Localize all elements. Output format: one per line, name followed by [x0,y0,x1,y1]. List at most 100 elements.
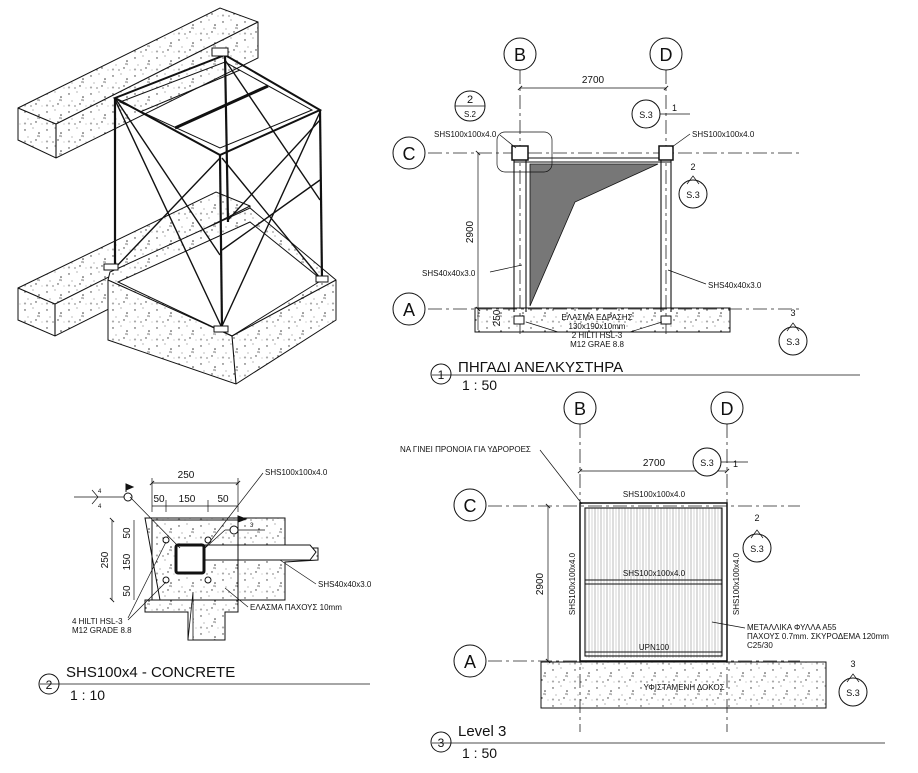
svg-text:S.3: S.3 [750,544,764,554]
svg-text:3: 3 [790,308,795,318]
view-2-title-text: SHS100x4 - CONCRETE [66,664,235,681]
svg-text:C: C [403,144,416,164]
view-1-scale: 1 : 50 [462,377,497,393]
bracing-shading [529,163,659,307]
grid-bubble-b[interactable]: B [503,37,537,71]
top-frame [112,53,323,157]
label3-top: SHS100x100x4.0 [623,490,686,499]
dim-left-b: 150 [122,553,133,570]
column-top-left [511,145,529,161]
grid3-bubble-d[interactable]: D [710,391,744,425]
label-anchors-1: 4 HILTI HSL-3 [72,617,123,626]
dim-top-c: 50 [217,494,229,505]
svg-text:A: A [403,300,415,320]
grid-bubble-c[interactable]: C [392,136,426,170]
view-3-title: 3 Level 3 1 : 50 [430,723,885,761]
metal-deck [586,508,722,658]
cross-bracing [114,59,321,329]
svg-text:4: 4 [98,504,102,510]
view-1-shaft: B D C A 2700 2900 250 [392,37,860,393]
view-3-scale: 1 : 50 [462,745,497,761]
dim-top-a: 50 [153,494,165,505]
svg-text:2 HILTI HSL-3: 2 HILTI HSL-3 [572,331,623,340]
view-2-title: 2 SHS100x4 - CONCRETE 1 : 10 [38,664,370,703]
svg-text:2: 2 [690,162,695,172]
label-detail-plate: ΕΛΑΣΜΑ ΠΑΧΟΥΣ 10mm [250,603,342,612]
label3-col-left: SHS100x100x4.0 [568,552,577,615]
svg-text:S.2: S.2 [464,110,477,119]
svg-text:B: B [574,399,586,419]
svg-text:S.3: S.3 [786,337,800,347]
dim-top-b: 150 [179,494,196,505]
svg-text:C25/30: C25/30 [747,641,773,650]
label-detail-brace: SHS40x40x3.0 [318,580,372,589]
svg-text:1: 1 [733,459,738,469]
detail-callout-box [496,131,553,173]
weld-symbol-right: 3 [204,515,265,549]
grid-bubble-a[interactable]: A [392,292,426,326]
svg-text:130x190x10mm: 130x190x10mm [569,322,626,331]
section-tag-s3-1[interactable]: S.3 1 [631,99,690,129]
section-tag-s2[interactable]: 2 S.2 [454,90,486,122]
base-plate-right [660,315,672,325]
label-col-right: SHS100x100x4.0 [692,130,755,139]
svg-text:B: B [514,45,526,65]
plate-note: ΕΛΑΣΜΑ ΕΔΡΑΣΗΣ 130x190x10mm 2 HILTI HSL-… [561,313,632,349]
svg-text:D: D [721,399,734,419]
base-plate-left [513,315,525,325]
label-anchors-2: M12 GRADE 8.8 [72,626,132,635]
grid3-bubble-a[interactable]: A [453,644,487,678]
level3-frame [579,502,728,662]
label-col-left: SHS100x100x4.0 [434,130,497,139]
detail-column [174,543,206,575]
dim-left-total: 250 [100,551,111,568]
svg-text:M12 GRAE 8.8: M12 GRAE 8.8 [570,340,624,349]
svg-text:2: 2 [467,94,473,106]
dim-height: 2900 [465,220,476,243]
label3-sheet-note: ΜΕΤΑΛΛΙΚΑ ΦΥΛΛΑ Α55 ΠΑΧΟΥΣ 0.7mm. ΣΚΥΡΟΔ… [747,623,889,650]
view-3-title-text: Level 3 [458,723,506,740]
svg-text:S.3: S.3 [639,110,653,120]
svg-text:2: 2 [46,678,53,692]
svg-text:A: A [464,652,476,672]
section3-tag-2[interactable]: S.3 2 [742,513,772,563]
existing-beam [540,661,827,709]
grid3-bubble-b[interactable]: B [563,391,597,425]
weld-symbol-left: 4 4 [74,483,181,549]
grid3-bubble-c[interactable]: C [453,488,487,522]
label3-mid: SHS100x100x4.0 [623,569,686,578]
grid-bubble-d[interactable]: D [649,37,683,71]
section3-tag-1[interactable]: S.3 1 [692,447,748,477]
label3-note-top: ΝΑ ΓΙΝΕΙ ΠΡΟΝΟΙΑ ΓΙΑ ΥΔΡΟΡΟΕΣ [400,445,531,454]
detail-plate [151,519,239,601]
detail-brace [204,544,317,561]
svg-text:ΕΛΑΣΜΑ ΕΔΡΑΣΗΣ: ΕΛΑΣΜΑ ΕΔΡΑΣΗΣ [561,313,632,322]
section3-tag-3[interactable]: S.3 3 [838,659,868,707]
dim-width: 2700 [582,75,605,86]
shaft-columns [513,150,672,312]
svg-text:3: 3 [850,659,855,669]
view-2-scale: 1 : 10 [70,687,105,703]
svg-text:C: C [464,496,477,516]
label-brace-left: SHS40x40x3.0 [422,269,476,278]
dim-left-a: 50 [122,527,133,539]
dim3-height: 2900 [535,572,546,595]
svg-text:S.3: S.3 [686,190,700,200]
svg-text:S.3: S.3 [846,688,860,698]
view-1-title: 1 ΠΗΓΑΔΙ ΑΝΕΛΚΥΣΤΗΡΑ 1 : 50 [430,359,860,393]
pit-edges [107,279,337,385]
isometric-view [17,7,337,385]
dim-top-total: 250 [178,470,195,481]
upper-beam-edges [17,21,259,158]
column-top-right [658,145,674,161]
label-detail-col: SHS100x100x4.0 [265,468,328,477]
section-tag-s3-2[interactable]: S.3 2 [678,162,708,209]
svg-text:3: 3 [250,523,254,529]
svg-text:1: 1 [672,103,677,113]
dim-left-c: 50 [122,585,133,597]
svg-text:ΠΑΧΟΥΣ 0.7mm. ΣΚΥΡΟΔΕΜΑ 120mm: ΠΑΧΟΥΣ 0.7mm. ΣΚΥΡΟΔΕΜΑ 120mm [747,632,889,641]
svg-text:D: D [660,45,673,65]
view-2-detail: 250 50 150 50 250 50 150 50 4 4 3 [38,468,372,703]
section-tag-s3-3[interactable]: S.3 3 [778,308,808,356]
